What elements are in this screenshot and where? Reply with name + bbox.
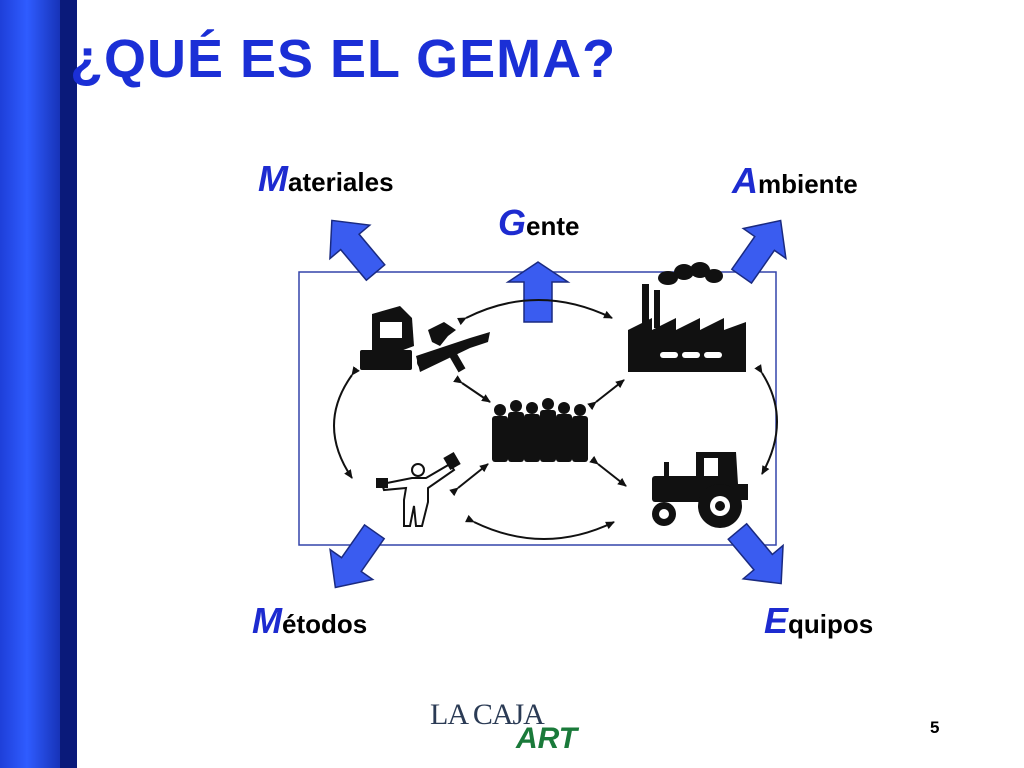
connector-diag-tl [453, 375, 491, 403]
arrow-metodos [329, 523, 386, 589]
label-gente-text: ente [526, 211, 580, 241]
worker-icon [376, 451, 461, 527]
side-bar-accent [0, 0, 60, 768]
connector-bottom [465, 514, 615, 540]
label-equipos: Equipos [764, 600, 873, 642]
machinery-tools-icon [360, 306, 490, 373]
tractor-icon [652, 452, 748, 528]
arrow-ambiente [730, 219, 787, 285]
label-materiales: Materiales [258, 158, 394, 200]
label-equipos-initial: E [764, 600, 789, 641]
arrow-materiales [329, 219, 386, 282]
label-equipos-text: quipos [788, 609, 874, 639]
label-ambiente-text: mbiente [758, 169, 858, 199]
label-gente: Gente [498, 202, 579, 244]
factory-icon [628, 262, 746, 372]
logo-text-la-caja: LA CAJA [430, 698, 545, 731]
connector-right [754, 364, 778, 475]
label-ambiente: Ambiente [732, 160, 858, 202]
label-materiales-initial: M [258, 158, 288, 199]
page-number: 5 [930, 718, 940, 737]
slide-title: ¿QUÉ ES EL GEMA? [70, 29, 617, 89]
logo-text-art: ART [516, 722, 578, 755]
label-materiales-text: ateriales [288, 167, 394, 197]
connector-left [333, 366, 360, 479]
arrow-equipos [727, 522, 784, 585]
connector-diag-tr [587, 379, 625, 411]
label-metodos-text: étodos [282, 609, 368, 639]
connector-diag-bl [449, 463, 489, 497]
people-group-icon [492, 398, 588, 462]
side-bar-shadow [60, 0, 77, 768]
connectors [333, 299, 778, 540]
connector-top [457, 299, 613, 326]
label-metodos-initial: M [252, 600, 282, 641]
label-metodos: Métodos [252, 600, 367, 642]
arrow-gente [505, 261, 571, 323]
label-gente-initial: G [498, 202, 527, 243]
connector-diag-br [589, 455, 627, 487]
label-ambiente-initial: A [732, 160, 758, 201]
